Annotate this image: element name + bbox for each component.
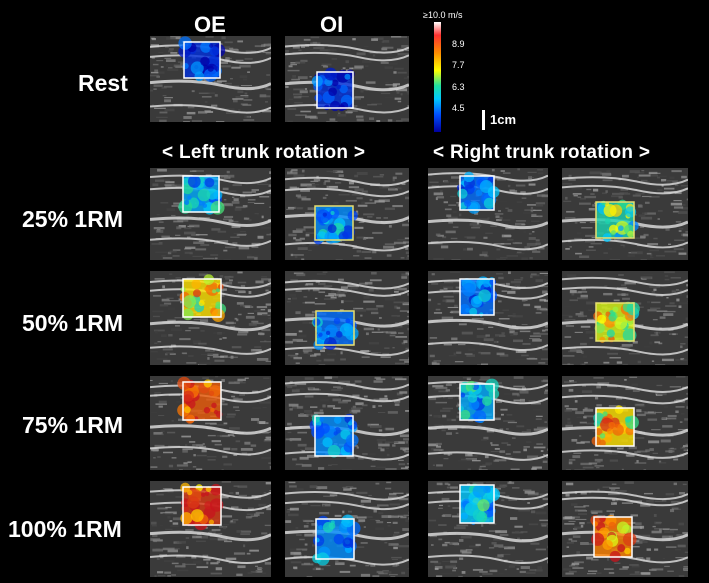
us-right-100-oi [562,481,688,577]
us-rest-oe-roi [178,36,226,82]
us-left-50-oi-roi [312,310,359,351]
column-header-oi: OI [320,12,344,37]
us-left-75-oi-image [285,376,409,470]
section-label-right: < Right trunk rotation > [433,142,651,163]
section-label-left: < Left trunk rotation > [162,142,366,163]
us-right-75-oi-roi [591,405,639,447]
us-rest-oi-roi [311,67,355,112]
us-left-25-oe-roi [178,175,225,215]
us-left-50-oe-image [150,271,271,365]
us-left-75-oi-roi [309,413,359,458]
colorbar-max-label: ≥10.0 m/s [423,10,463,20]
us-left-100-oe-image [150,481,271,577]
us-rest-oi-image [285,36,409,122]
us-right-100-oi-roi [590,514,637,562]
us-right-50-oi [562,271,688,365]
column-header-oe: OE [194,12,226,37]
us-left-100-oe [150,481,271,577]
us-right-75-oi-image [562,376,688,470]
us-right-50-oi-roi [593,301,640,343]
us-right-50-oe-image [428,271,548,365]
us-right-50-oe-roi [459,276,498,317]
us-left-100-oe-roi [180,482,224,531]
row-label-25: 25% 1RM [22,206,123,232]
us-left-50-oe [150,271,271,365]
us-left-75-oe-image [150,376,271,470]
us-right-25-oe-image [428,168,548,260]
us-right-25-oi-image [562,168,688,260]
us-left-50-oi [285,271,409,365]
us-left-25-oe-image [150,168,271,260]
us-right-50-oe [428,271,548,365]
us-rest-oe-image [150,36,271,122]
us-left-25-oi-roi [313,205,358,245]
row-label-rest: Rest [78,70,128,96]
us-left-50-oi-image [285,271,409,365]
us-right-25-oe [428,168,548,260]
scale-bar-label: 1cm [490,112,517,127]
us-right-75-oe-image [428,376,548,470]
us-right-100-oe-image [428,481,548,577]
us-right-50-oi-image [562,271,688,365]
us-left-25-oe [150,168,271,260]
row-label-75: 75% 1RM [22,412,123,438]
row-label-100: 100% 1RM [8,516,122,542]
velocity-colorbar [434,22,441,132]
row-label-50: 50% 1RM [22,310,123,336]
colorbar-tick-1: 8.9 [452,39,465,49]
us-right-75-oe-roi [458,378,500,423]
us-left-100-oi-image [285,481,409,577]
us-right-25-oe-roi [456,171,500,214]
us-right-100-oe [428,481,548,577]
colorbar-tick-2: 7.7 [452,60,465,70]
us-left-100-oi [285,481,409,577]
scale-bar [482,110,485,130]
us-rest-oi [285,36,409,122]
us-left-50-oe-roi [179,274,227,322]
colorbar-tick-3: 6.3 [452,82,465,92]
us-left-25-oi [285,168,409,260]
us-left-75-oi [285,376,409,470]
us-right-100-oi-image [562,481,688,577]
us-left-75-oe-roi [177,376,223,424]
colorbar-tick-4: 4.5 [452,103,465,113]
us-left-100-oi-roi [312,514,361,566]
us-rest-oe [150,36,271,122]
us-right-75-oi [562,376,688,470]
us-right-25-oi-roi [595,199,639,242]
us-right-100-oe-roi [459,483,501,525]
us-right-25-oi [562,168,688,260]
us-right-75-oe [428,376,548,470]
us-left-25-oi-image [285,168,409,260]
us-left-75-oe [150,376,271,470]
